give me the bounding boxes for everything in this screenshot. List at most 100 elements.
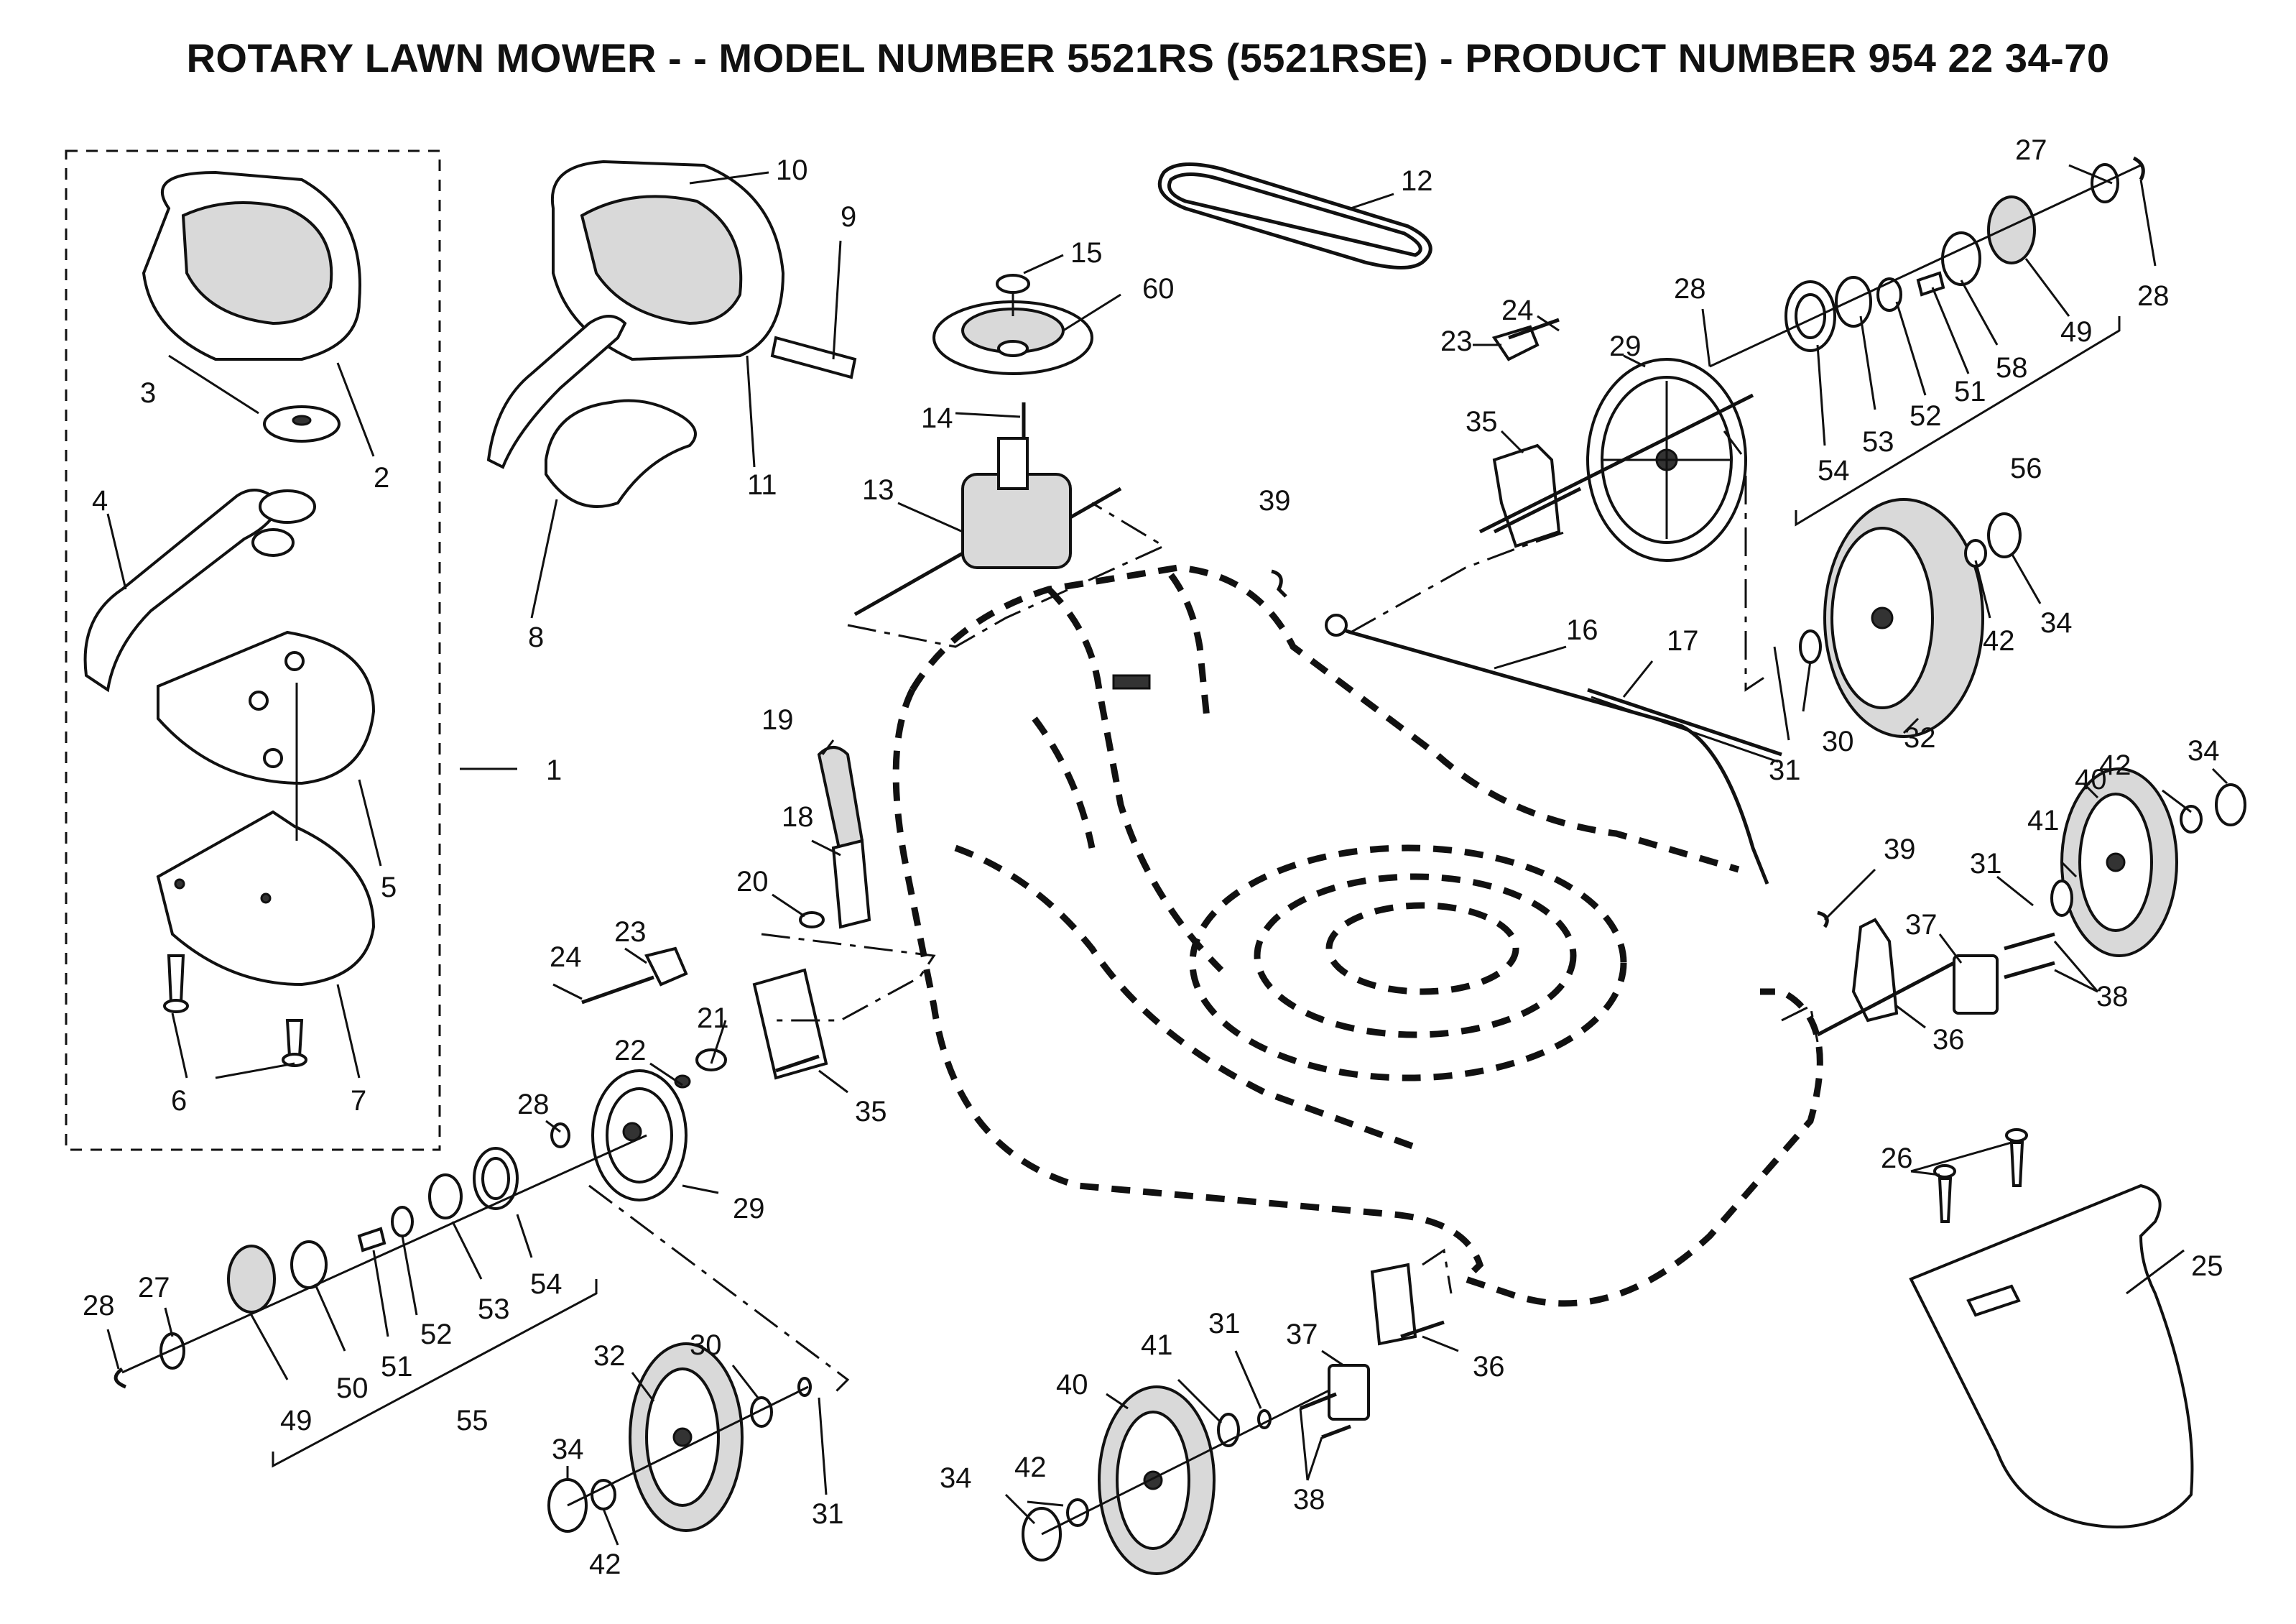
label-51a: 51 bbox=[381, 1351, 413, 1383]
part-53-washer-top bbox=[1835, 276, 1872, 328]
label-42d: 42 bbox=[2099, 749, 2131, 781]
label-52b: 52 bbox=[1910, 400, 1942, 432]
label-37b: 37 bbox=[1905, 909, 1938, 941]
label-27b: 27 bbox=[2015, 134, 2047, 166]
label-56: 56 bbox=[2010, 453, 2042, 484]
label-10: 10 bbox=[776, 154, 808, 186]
part-29-gear-top bbox=[1586, 358, 1747, 562]
part-50-spacer bbox=[290, 1240, 328, 1289]
label-3: 3 bbox=[140, 377, 156, 409]
label-22: 22 bbox=[614, 1035, 647, 1066]
label-50: 50 bbox=[336, 1372, 369, 1404]
part-24-screw-left bbox=[581, 975, 654, 1005]
part-34-cap-right bbox=[2215, 783, 2246, 826]
part-54-ring-bottom bbox=[473, 1147, 519, 1210]
part-8-deflector bbox=[545, 399, 697, 508]
part-6-bolts bbox=[163, 954, 307, 1067]
label-29b: 29 bbox=[1609, 331, 1642, 362]
label-24b: 24 bbox=[1501, 295, 1534, 326]
part-52-clip-top bbox=[1876, 277, 1902, 312]
part-20-washer bbox=[799, 911, 825, 928]
label-49b: 49 bbox=[2060, 316, 2093, 348]
label-27a: 27 bbox=[138, 1272, 170, 1304]
part-42-nut-right bbox=[2180, 805, 2203, 834]
deck-slot bbox=[1112, 674, 1151, 690]
label-34b: 34 bbox=[940, 1462, 972, 1494]
label-42b: 42 bbox=[1014, 1452, 1047, 1483]
part-23-24-top bbox=[1491, 318, 1560, 361]
label-60: 60 bbox=[1142, 273, 1175, 305]
part-52-clip-bottom bbox=[391, 1206, 414, 1237]
label-51b: 51 bbox=[1954, 376, 1986, 407]
part-32-wheel-bottom bbox=[629, 1342, 744, 1532]
label-53b: 53 bbox=[1862, 426, 1894, 458]
label-16: 16 bbox=[1566, 614, 1598, 646]
kit-1-box bbox=[65, 149, 441, 1151]
label-32a: 32 bbox=[593, 1340, 626, 1372]
label-38b: 38 bbox=[2096, 981, 2129, 1012]
part-51-key-bottom bbox=[357, 1227, 386, 1252]
label-26: 26 bbox=[1881, 1143, 1913, 1174]
label-21: 21 bbox=[697, 1002, 729, 1034]
label-34c: 34 bbox=[2040, 607, 2073, 639]
part-37-height-adjuster-bottom bbox=[1328, 1364, 1370, 1421]
label-9: 9 bbox=[841, 201, 856, 233]
part-30-washer-bottom bbox=[750, 1396, 773, 1428]
part-15-nut bbox=[996, 274, 1030, 294]
part-13-gearbox bbox=[853, 437, 1122, 617]
bracket-56 bbox=[1795, 316, 2121, 527]
label-35a: 35 bbox=[855, 1096, 887, 1127]
label-6: 6 bbox=[171, 1085, 187, 1117]
label-49a: 49 bbox=[280, 1405, 313, 1436]
part-5-plate bbox=[157, 630, 376, 785]
part-4-handle bbox=[83, 489, 316, 693]
part-3-knob bbox=[263, 405, 341, 443]
part-31-clip-bottom-left bbox=[797, 1377, 812, 1397]
part-36-bracket-right bbox=[1816, 918, 1955, 1037]
part-21-bushing bbox=[695, 1048, 727, 1071]
label-36a: 36 bbox=[1473, 1351, 1505, 1383]
label-41b: 41 bbox=[2027, 805, 2060, 836]
label-35b: 35 bbox=[1466, 406, 1498, 438]
label-53a: 53 bbox=[478, 1293, 510, 1325]
part-41-washer-right bbox=[2050, 880, 2073, 917]
part-17-spring bbox=[1587, 688, 1782, 763]
label-4: 4 bbox=[92, 485, 108, 517]
page-title: ROTARY LAWN MOWER - - MODEL NUMBER 5521R… bbox=[186, 35, 2110, 80]
part-9-rod bbox=[770, 336, 857, 379]
mower-deck bbox=[892, 564, 1823, 1307]
part-30-washer-top bbox=[1799, 629, 1822, 664]
part-39-pin-a bbox=[1271, 569, 1287, 598]
label-34a: 34 bbox=[552, 1434, 584, 1465]
part-60-pulley bbox=[932, 300, 1093, 375]
part-58-spacer bbox=[1941, 231, 1981, 286]
part-40-wheel-right bbox=[2060, 767, 2178, 957]
part-28-clip-bottom-left bbox=[114, 1367, 127, 1389]
part-40-wheel-bottom bbox=[1098, 1385, 1216, 1575]
part-23-clip-left bbox=[644, 946, 688, 987]
part-49-pinion-top bbox=[1987, 195, 2036, 264]
part-49-pinion-bottom bbox=[227, 1245, 276, 1314]
part-54-ring-top bbox=[1785, 280, 1836, 352]
label-37a: 37 bbox=[1286, 1319, 1318, 1350]
label-40a: 40 bbox=[1056, 1369, 1088, 1401]
label-34d: 34 bbox=[2188, 735, 2220, 767]
part-51-key-top bbox=[1916, 271, 1945, 297]
part-35-bracket-top bbox=[1492, 443, 1582, 548]
part-27-washer-top bbox=[2091, 163, 2119, 203]
part-2-cover bbox=[142, 170, 361, 361]
part-26-bolts bbox=[1933, 1128, 2028, 1223]
label-31c: 31 bbox=[1769, 755, 1801, 786]
part-35-bracket-bottom bbox=[752, 968, 828, 1080]
label-28b: 28 bbox=[83, 1290, 115, 1321]
part-10-cover bbox=[550, 160, 785, 361]
label-30a: 30 bbox=[690, 1329, 722, 1361]
label-52a: 52 bbox=[420, 1319, 453, 1350]
part-16-rod bbox=[1325, 614, 1769, 885]
label-5: 5 bbox=[381, 872, 397, 903]
label-39b: 39 bbox=[1884, 834, 1916, 865]
part-53-washer-bottom bbox=[428, 1173, 463, 1219]
part-37-height-adjuster-right bbox=[1953, 954, 1999, 1015]
label-28a: 28 bbox=[517, 1089, 550, 1120]
